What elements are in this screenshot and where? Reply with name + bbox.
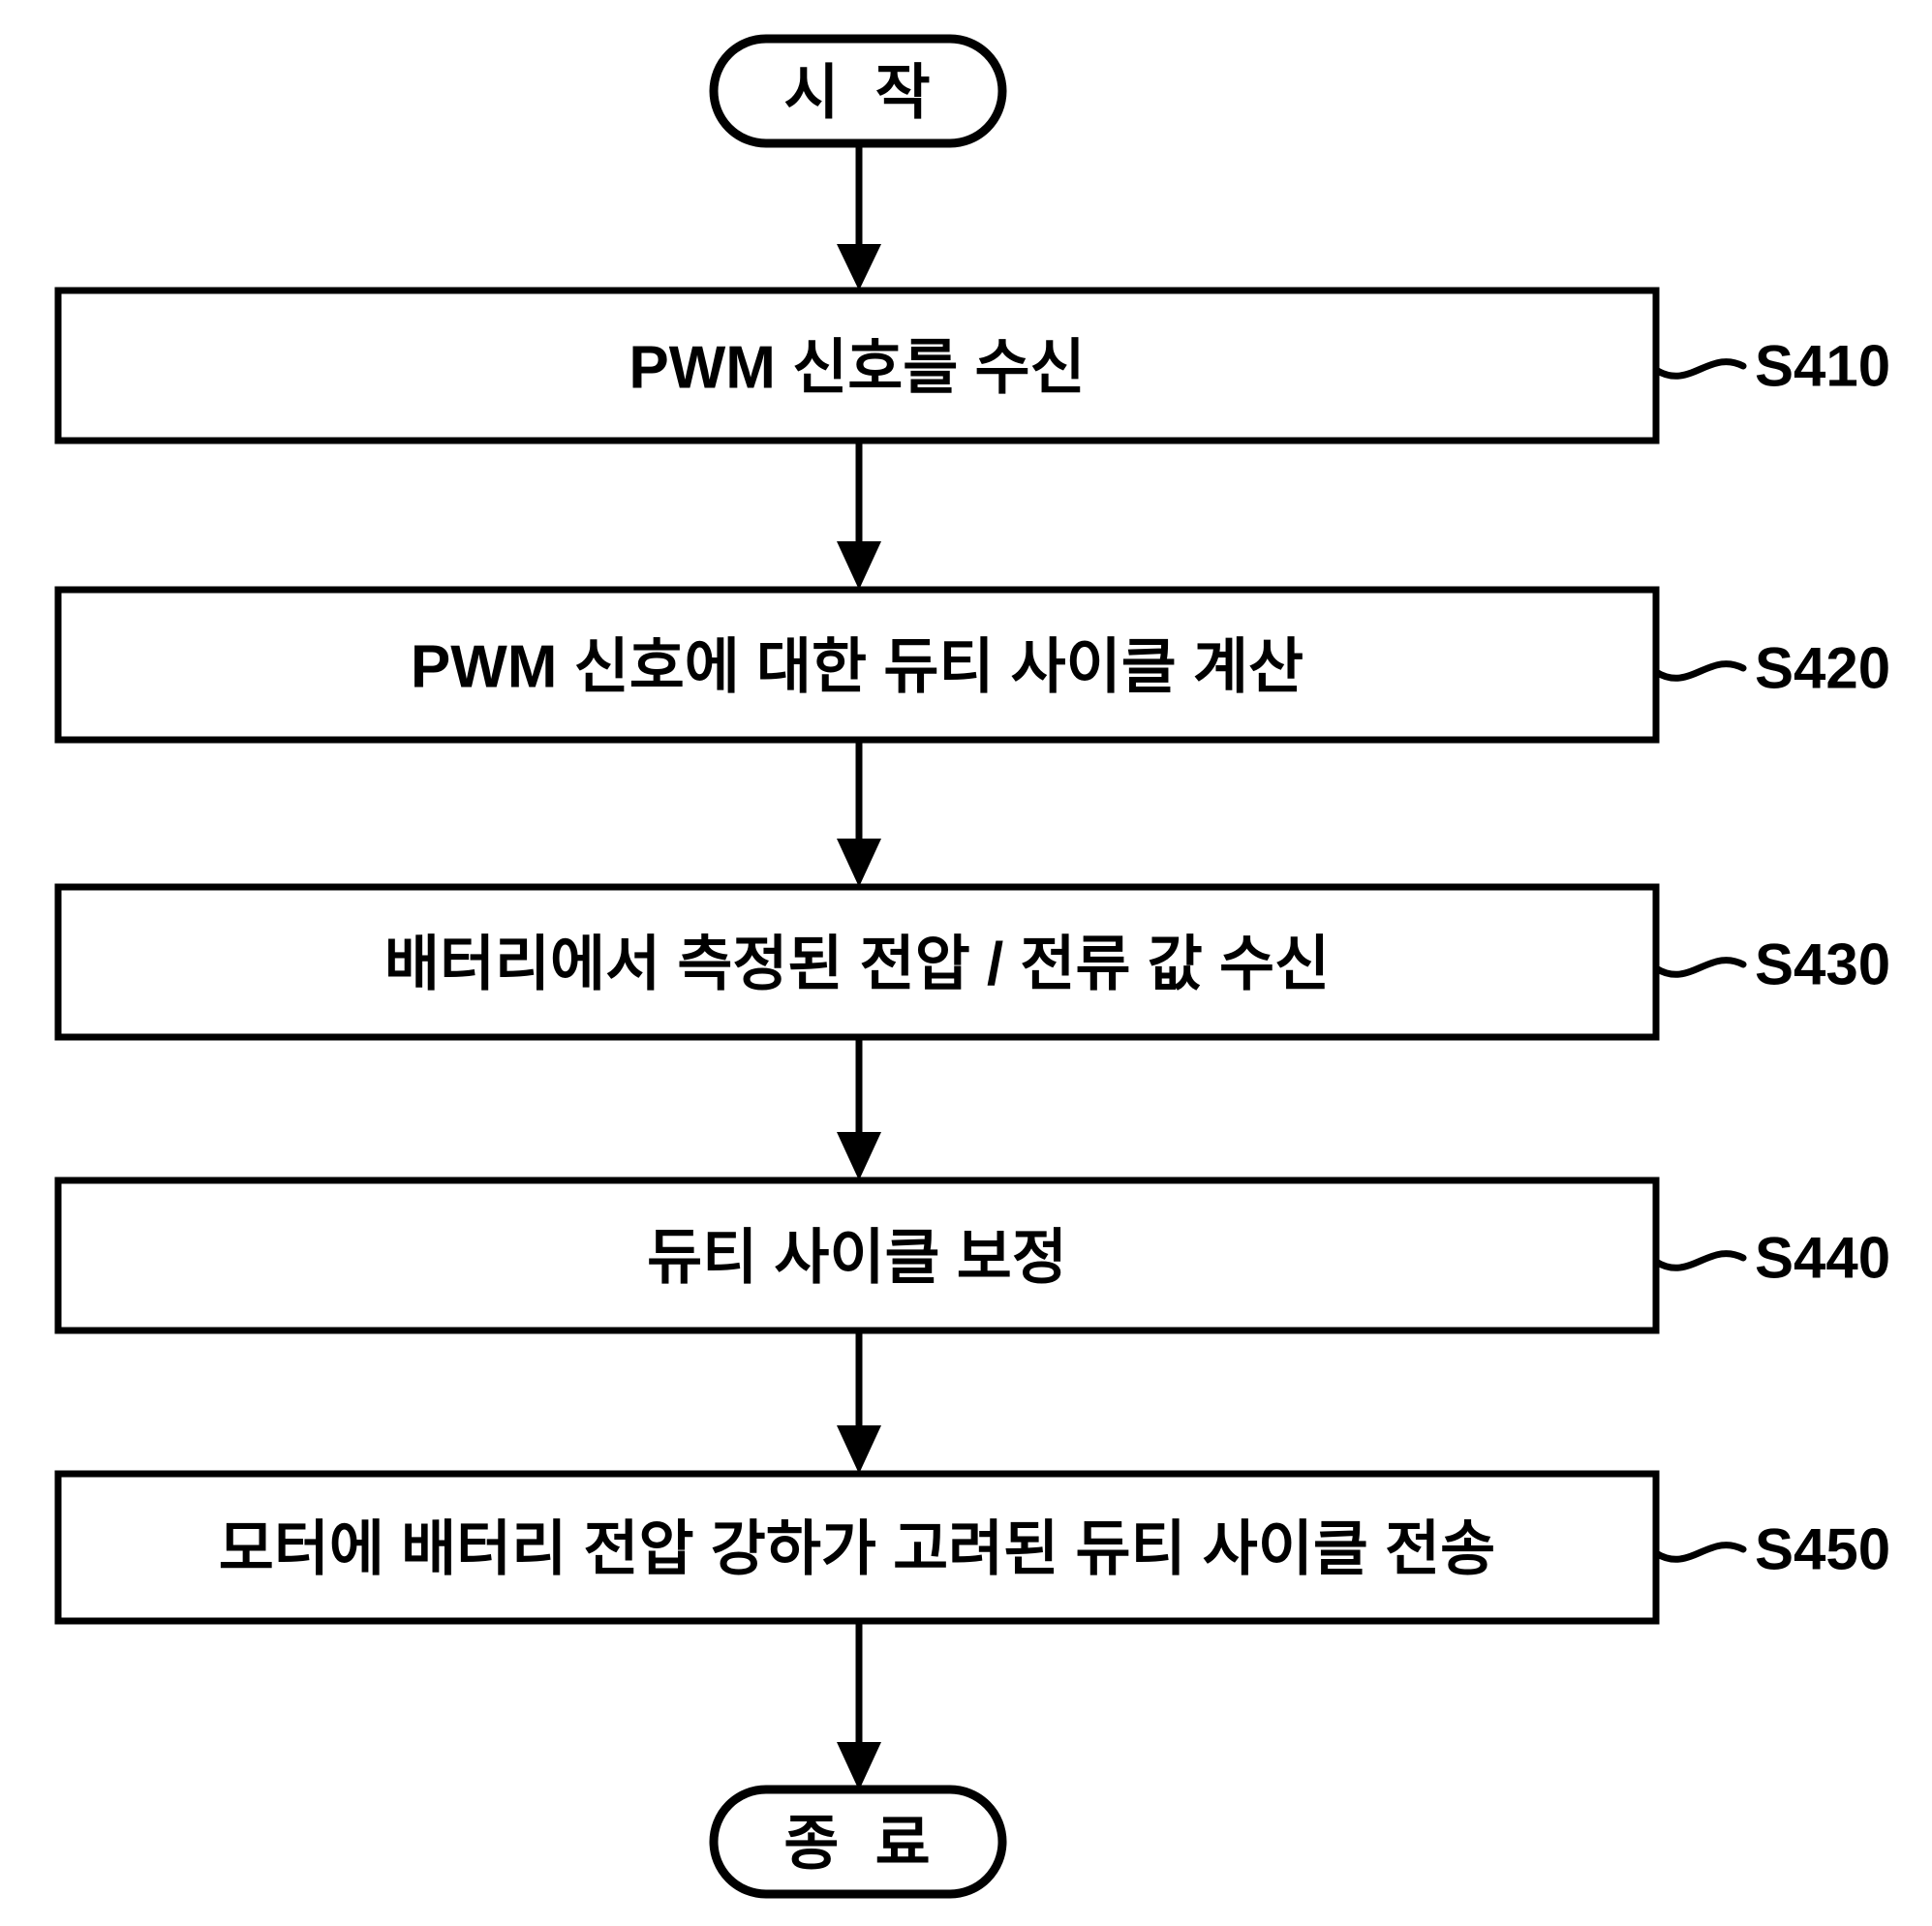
end-node-label: 종 료 (783, 1811, 939, 1878)
process-node-s410[interactable]: PWM 신호를 수신 (54, 287, 1660, 444)
start-node[interactable]: 시 작 (709, 34, 1007, 148)
process-node-s430-shape (54, 883, 1660, 1041)
end-node-shape (709, 1785, 1007, 1899)
step-ref-s450: S450 (1652, 1517, 1890, 1582)
process-node-s450-shape (54, 1470, 1660, 1625)
arrow-head-icon (837, 1132, 881, 1180)
leader-line-s430 (1652, 957, 1747, 978)
step-ref-s440: S440 (1652, 1226, 1890, 1291)
step-ref-label-s410: S410 (1755, 334, 1890, 399)
start-node-label: 시 작 (783, 60, 939, 127)
process-node-s450-label: 모터에 배터리 전압 강하가 고려된 듀티 사이클 전송 (219, 1516, 1495, 1583)
connector-s420-to-s430 (837, 740, 881, 887)
leader-line-s410 (1652, 358, 1747, 380)
process-node-s430-label: 배터리에서 측정된 전압 / 전류 값 수신 (384, 932, 1330, 998)
arrow-head-icon (837, 1425, 881, 1474)
step-ref-label-s430: S430 (1755, 932, 1890, 997)
connector-start-to-s410 (837, 143, 881, 290)
step-ref-label-s450: S450 (1755, 1517, 1890, 1582)
process-node-s410-label: PWM 신호를 수신 (629, 335, 1085, 402)
step-ref-label-s440: S440 (1755, 1226, 1890, 1291)
process-node-s440-label: 듀티 사이클 보정 (647, 1225, 1067, 1292)
process-node-s440-shape (54, 1177, 1660, 1334)
connector-s450-to-end (837, 1621, 881, 1790)
leader-line-s420 (1652, 660, 1747, 682)
process-node-s410-shape (54, 287, 1660, 444)
process-node-s420[interactable]: PWM 신호에 대한 듀티 사이클 계산 (54, 586, 1660, 744)
step-ref-s410: S410 (1652, 334, 1890, 399)
arrow-head-icon (837, 541, 881, 590)
process-node-s420-label: PWM 신호에 대한 듀티 사이클 계산 (411, 634, 1303, 701)
connector-s410-to-s420 (837, 441, 881, 590)
end-node[interactable]: 종 료 (709, 1785, 1007, 1899)
arrow-head-icon (837, 1742, 881, 1790)
process-node-s450[interactable]: 모터에 배터리 전압 강하가 고려된 듀티 사이클 전송 (54, 1470, 1660, 1625)
leader-line-s450 (1652, 1542, 1747, 1563)
step-ref-s430: S430 (1652, 932, 1890, 997)
arrow-head-icon (837, 244, 881, 290)
connector-s440-to-s450 (837, 1330, 881, 1474)
leader-line-s440 (1652, 1250, 1747, 1271)
arrow-head-icon (837, 839, 881, 887)
process-node-s440[interactable]: 듀티 사이클 보정 (54, 1177, 1660, 1334)
step-ref-s420: S420 (1652, 636, 1890, 701)
process-node-s430[interactable]: 배터리에서 측정된 전압 / 전류 값 수신 (54, 883, 1660, 1041)
connector-s430-to-s440 (837, 1037, 881, 1180)
step-ref-label-s420: S420 (1755, 636, 1890, 701)
